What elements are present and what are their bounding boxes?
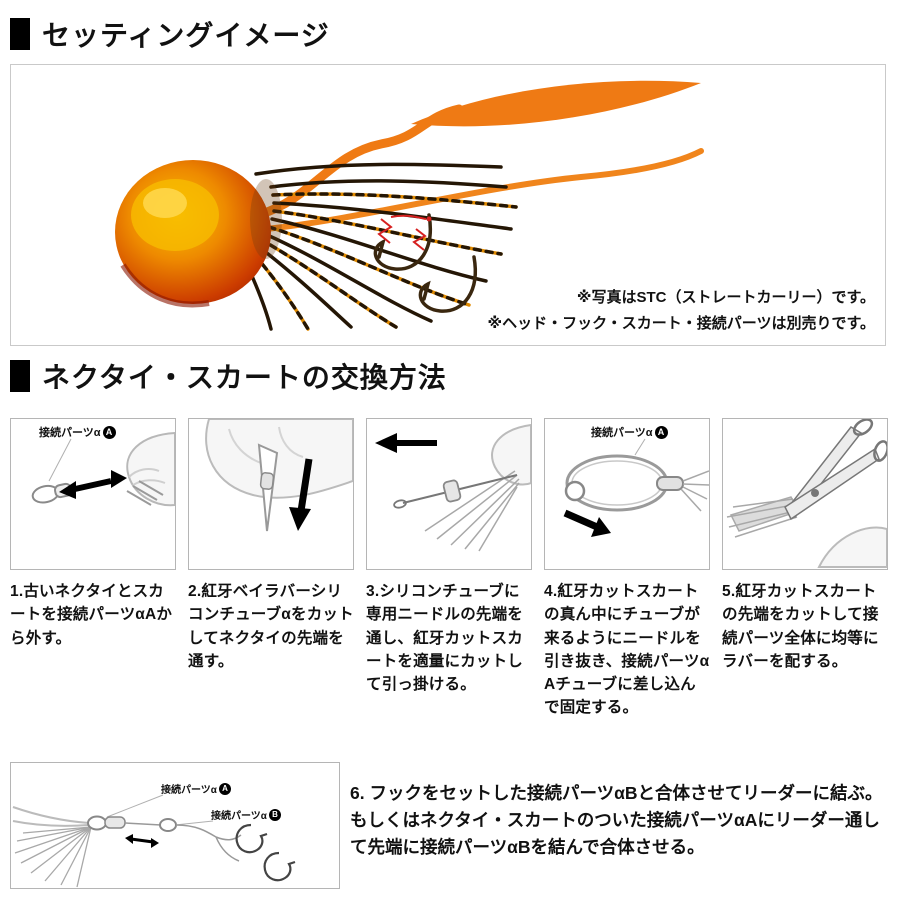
step-panel-1: 接続パーツα A: [10, 418, 176, 570]
step-panel-2: [188, 418, 354, 570]
hooks-icon: [235, 823, 296, 882]
setting-image-box: ※写真はSTC（ストレートカーリー）です。 ※ヘッド・フック・スカート・接続パー…: [10, 64, 886, 346]
step3-illustration: [375, 423, 531, 552]
tai-rubber-lure-icon: [115, 80, 704, 331]
step-panel-4: 接続パーツα A: [544, 418, 710, 570]
hand-icon: [205, 419, 353, 499]
section-header-setting: セッティングイメージ: [10, 14, 330, 54]
insert-arrow-icon: [563, 509, 611, 537]
silicone-tube-icon: [259, 472, 275, 490]
scissors-icon: [784, 419, 887, 521]
step-6-text: 6. フックをセットした接続パーツαBと合体させてリーダーに結ぶ。もしくはネクタ…: [350, 783, 883, 858]
section-marker-bar: [10, 18, 30, 50]
badge-a: A: [654, 425, 668, 439]
lure-illustration: [61, 69, 711, 339]
note-line-2: ※ヘッド・フック・スカート・接続パーツは別売りです。: [487, 314, 876, 332]
connector-label-a: 接続パーツα A: [161, 781, 231, 796]
leader-loop-icon: [565, 454, 669, 512]
join-arrow-icon: [125, 834, 159, 848]
connector-label-text: 接続パーツα: [211, 811, 267, 822]
hooks-icon: [373, 213, 477, 313]
connector-label-a: 接続パーツα A: [591, 424, 668, 440]
necktie-lines-icon: [12, 806, 90, 827]
disclaimer-notes: ※写真はSTC（ストレートカーリー）です。 ※ヘッド・フック・スカート・接続パー…: [488, 285, 876, 338]
hand-icon: [817, 526, 887, 568]
rigging-thread-icon: [377, 214, 432, 251]
step-5-text: 5.紅牙カットスカートの先端をカットして接続パーツ全体に均等にラバーを配する。: [722, 583, 879, 670]
hook-leader-icon: [175, 824, 242, 862]
skirt-bundle-icon: [424, 470, 520, 552]
step-4-text: 4.紅牙カットスカートの真ん中にチューブが来るようにニードルを引き抜き、接続パー…: [544, 583, 710, 717]
section-title-replace: ネクタイ・スカートの交換方法: [42, 362, 447, 393]
section-header-replace: ネクタイ・スカートの交換方法: [10, 356, 447, 396]
connector-ring-icon: [564, 480, 586, 502]
connector-label-text: 接続パーツα: [39, 427, 101, 439]
rig-assembly-panel: 接続パーツα A 接続パーツα B: [10, 762, 340, 889]
tube-icon: [104, 816, 126, 829]
step-1-text: 1.古いネクタイとスカートを接続パーツαAから外す。: [10, 583, 173, 647]
necktie-tip-icon: [257, 443, 279, 532]
section-marker-bar: [10, 360, 30, 392]
needle-icon: [393, 474, 518, 509]
skirt-fan-icon: [14, 826, 92, 888]
step-2-text: 2.紅牙ベイラバーシリコンチューブαをカットしてネクタイの先端を通す。: [188, 583, 354, 670]
left-arrow-icon: [375, 433, 437, 453]
step5-illustration: [726, 419, 887, 568]
step2-illustration: [205, 419, 353, 532]
badge-a: A: [102, 425, 116, 439]
silicone-tube-icon: [442, 479, 462, 503]
connector-ring-b-icon: [159, 818, 177, 832]
down-arrow-icon: [289, 458, 313, 531]
skirt-ends-icon: [726, 496, 801, 538]
connector-ring-a-icon: [87, 815, 107, 831]
necktie-ribbons-icon: [256, 80, 704, 232]
step-panel-3: [366, 418, 532, 570]
old-skirt-icon: [126, 480, 164, 506]
badge-a: A: [218, 782, 231, 795]
badge-b: B: [268, 808, 281, 821]
step-3-text: 3.シリコンチューブに専用ニードルの先端を通し、紅牙カットスカートを適量にカット…: [366, 583, 524, 693]
step4-illustration: [563, 438, 709, 537]
step1-illustration: [31, 431, 175, 507]
rig-assembly-illustration: [12, 794, 296, 888]
hand-icon: [491, 423, 531, 486]
connector-label-b: 接続パーツα B: [211, 807, 281, 822]
section-title-setting: セッティングイメージ: [42, 20, 330, 51]
detach-arrow-icon: [59, 470, 127, 499]
lure-head-icon: [115, 160, 282, 308]
step-panel-5: [722, 418, 888, 570]
hand-icon: [126, 431, 175, 507]
connector-label-text: 接続パーツα: [161, 785, 217, 796]
note-line-1: ※写真はSTC（ストレートカーリー）です。: [576, 288, 875, 306]
tube-with-skirt-icon: [656, 470, 709, 512]
connector-label-a: 接続パーツα A: [39, 424, 116, 440]
connector-label-text: 接続パーツα: [591, 427, 653, 439]
